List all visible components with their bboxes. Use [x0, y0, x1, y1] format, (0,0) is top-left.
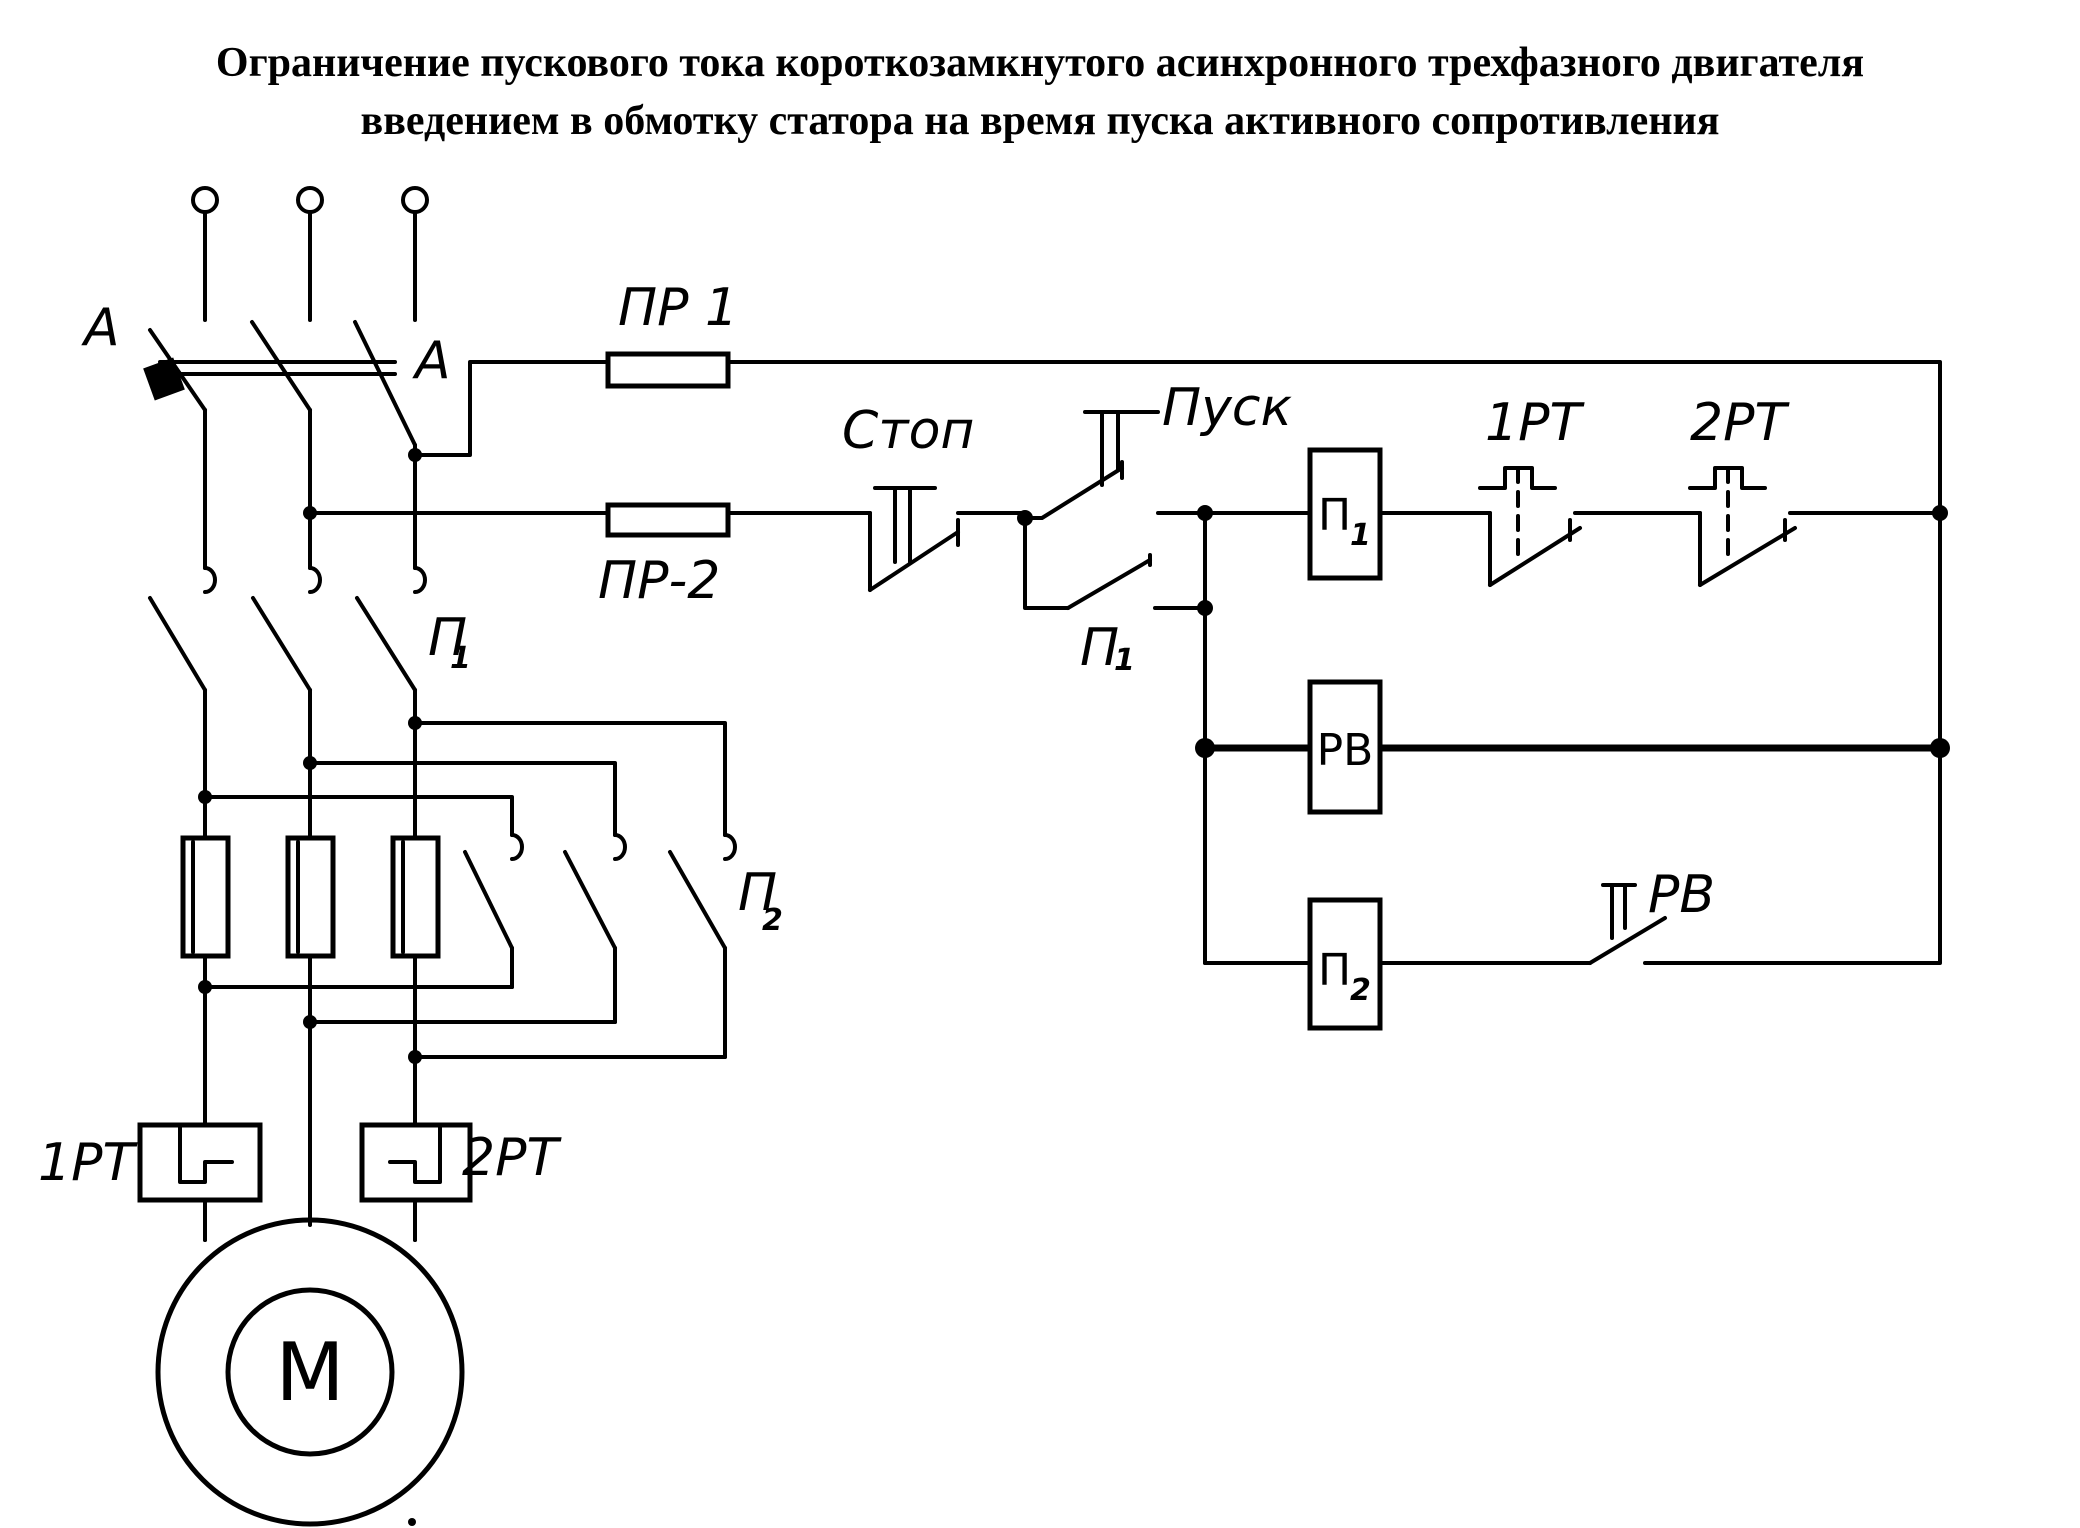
breaker-label-left: A: [81, 298, 120, 358]
thermal-contact-1rt-label: 1РТ: [1485, 393, 1585, 453]
circuit-breaker-a: [143, 320, 417, 570]
stop-button[interactable]: [868, 486, 1027, 592]
thermal-heater-2rt: [359, 1122, 473, 1242]
motor-label: М: [275, 1326, 344, 1419]
fuse-label-pr2: ПР-2: [598, 551, 720, 611]
coil-p1: [1307, 447, 1492, 581]
diagram-title: Ограничение пускового тока короткозамкну…: [0, 34, 2080, 150]
control-taps: [303, 360, 610, 520]
thermal-contact-2rt: [1688, 466, 1942, 587]
coil-p1-label: П: [1318, 490, 1351, 541]
heater-label-1rt: 1РТ: [38, 1133, 138, 1193]
title-line-2: введением в обмотку статора на время пус…: [360, 98, 1720, 144]
starting-resistors: [180, 835, 441, 959]
bypass-contact-label: П: [738, 863, 777, 923]
heater-label-2rt: 2РТ: [462, 1128, 562, 1188]
holding-contact-p1: [1023, 516, 1207, 610]
coil-rv-label: РВ: [1317, 725, 1374, 776]
breaker-label-right: A: [412, 331, 451, 391]
holding-contact-label-sub: 1: [1114, 643, 1135, 678]
bypass-contact-label-sub: 2: [762, 903, 783, 938]
coil-p2-label-sub: 2: [1350, 973, 1371, 1008]
main-contact-label-sub: 1: [450, 641, 471, 676]
bypass-contacts-p2: [198, 716, 737, 1064]
supply-terminals: [191, 186, 429, 322]
title-line-1: Ограничение пускового тока короткозамкну…: [215, 40, 1865, 86]
breaker-handle: [143, 357, 185, 401]
thermal-heater-1rt: [137, 1122, 263, 1242]
start-label: Пуск: [1162, 378, 1292, 438]
main-contact-label: П: [428, 608, 467, 668]
coil-rv: [1307, 679, 1383, 815]
time-delay-contact-rv-label: РВ: [1648, 865, 1715, 925]
coil-p1-label-sub: 1: [1350, 518, 1371, 553]
fuse-pr1: [605, 351, 1942, 965]
fuse-label-pr1: ПР 1: [618, 278, 738, 338]
coil-p2: [1307, 897, 1592, 1031]
stop-label: Стоп: [842, 401, 974, 461]
motor: [155, 1217, 465, 1527]
fuse-pr2: [605, 502, 872, 538]
thermal-contact-2rt-label: 2РТ: [1690, 393, 1790, 453]
holding-contact-label: П: [1080, 618, 1119, 678]
control-ladder: [1195, 505, 1950, 965]
time-delay-contact-rv: [1588, 883, 1667, 965]
thermal-contact-1rt: [1478, 466, 1702, 587]
coil-p2-label: П: [1318, 945, 1351, 996]
